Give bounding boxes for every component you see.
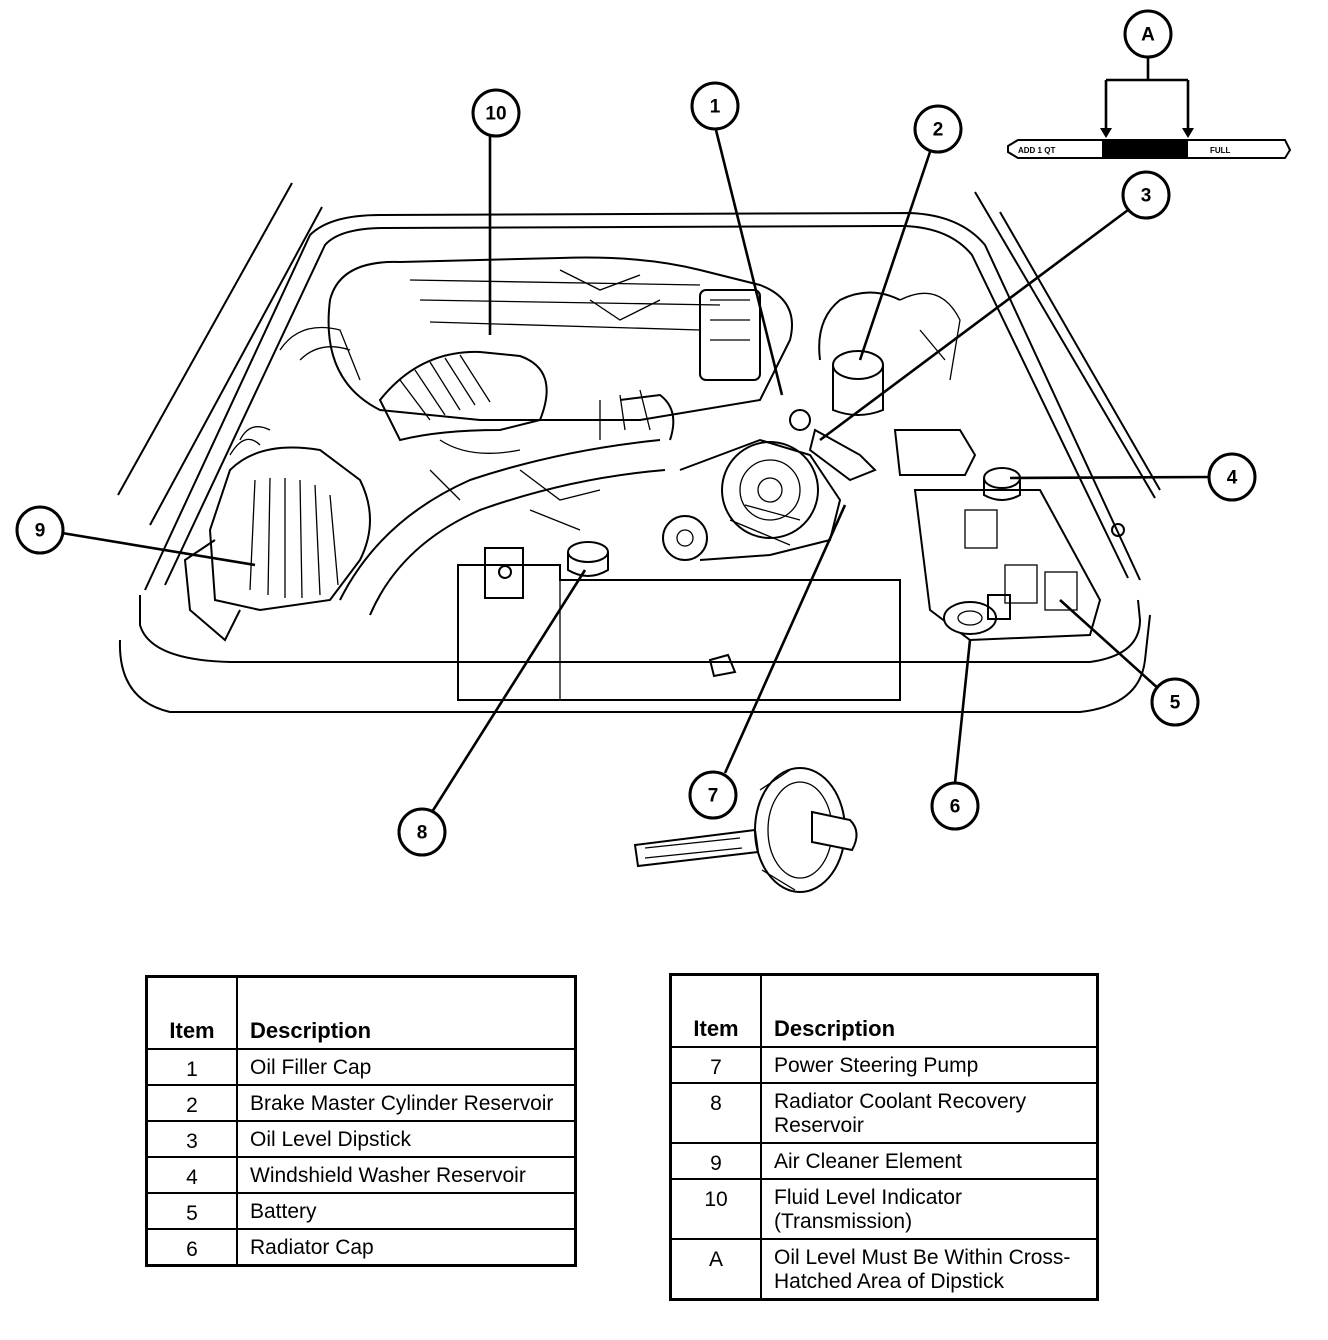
callout-10: 10 bbox=[471, 88, 521, 138]
item-number: A bbox=[669, 1238, 762, 1301]
callout-6-label: 6 bbox=[950, 797, 961, 818]
table-row: 1 Oil Filler Cap bbox=[145, 1048, 577, 1086]
callout-1-label: 1 bbox=[710, 97, 721, 118]
callout-7-label: 7 bbox=[708, 786, 719, 807]
item-description: Battery bbox=[236, 1192, 577, 1230]
dipstick-detail: ADD 1 QT FULL bbox=[1007, 58, 1292, 159]
description-header: Description bbox=[760, 973, 1099, 1048]
table-row: 5 Battery bbox=[145, 1192, 577, 1230]
callout-9-label: 9 bbox=[35, 521, 46, 542]
item-number: 2 bbox=[145, 1084, 238, 1122]
item-number: 4 bbox=[145, 1156, 238, 1194]
callout-A-label: A bbox=[1141, 25, 1155, 46]
engine-bay-outline bbox=[117, 182, 1161, 713]
item-header: Item bbox=[669, 973, 762, 1048]
legend-table-left: Item Description 1 Oil Filler Cap 2 Brak… bbox=[145, 975, 577, 1267]
item-description: Radiator Coolant Recovery Reservoir bbox=[760, 1082, 1099, 1144]
callout-8-label: 8 bbox=[417, 823, 428, 844]
callout-4-label: 4 bbox=[1227, 468, 1238, 489]
legend-header-row: Item Description bbox=[669, 973, 1099, 1048]
item-number: 1 bbox=[145, 1048, 238, 1086]
table-row: 9 Air Cleaner Element bbox=[669, 1142, 1099, 1180]
item-number: 3 bbox=[145, 1120, 238, 1158]
power-steering-cap-detail bbox=[633, 767, 858, 893]
item-number: 6 bbox=[145, 1228, 238, 1267]
table-row: 4 Windshield Washer Reservoir bbox=[145, 1156, 577, 1194]
callout-8: 8 bbox=[397, 807, 447, 857]
item-description: Windshield Washer Reservoir bbox=[236, 1156, 577, 1194]
table-row: 6 Radiator Cap bbox=[145, 1228, 577, 1267]
item-number: 5 bbox=[145, 1192, 238, 1230]
table-row: 8 Radiator Coolant Recovery Reservoir bbox=[669, 1082, 1099, 1144]
legend-table-right: Item Description 7 Power Steering Pump 8… bbox=[669, 973, 1099, 1301]
engine-compartment-diagram: ADD 1 QT FULL 10 1 2 A bbox=[15, 9, 1292, 893]
table-row: 7 Power Steering Pump bbox=[669, 1046, 1099, 1084]
dipstick-add-mark: ADD 1 QT bbox=[1018, 146, 1055, 155]
callout-7: 7 bbox=[688, 770, 738, 820]
callout-4: 4 bbox=[1207, 452, 1257, 502]
item-description: Air Cleaner Element bbox=[760, 1142, 1099, 1180]
cross-hatched-area bbox=[1102, 140, 1188, 158]
callout-A: A bbox=[1123, 9, 1173, 59]
item-header: Item bbox=[145, 975, 238, 1050]
item-description: Radiator Cap bbox=[236, 1228, 577, 1267]
callout-2: 2 bbox=[913, 104, 963, 154]
leader-lines bbox=[61, 129, 1211, 813]
callout-9: 9 bbox=[15, 505, 65, 555]
callout-2-label: 2 bbox=[933, 120, 944, 141]
item-number: 7 bbox=[669, 1046, 762, 1084]
legend-header-row: Item Description bbox=[145, 975, 577, 1050]
table-row: 10 Fluid Level Indicator (Transmission) bbox=[669, 1178, 1099, 1240]
callout-5-label: 5 bbox=[1170, 693, 1181, 714]
item-description: Oil Level Must Be Within Cross-Hatched A… bbox=[760, 1238, 1099, 1301]
item-description: Brake Master Cylinder Reservoir bbox=[236, 1084, 577, 1122]
dipstick-full-mark: FULL bbox=[1210, 146, 1231, 155]
table-row: 3 Oil Level Dipstick bbox=[145, 1120, 577, 1158]
item-description: Oil Level Dipstick bbox=[236, 1120, 577, 1158]
callout-1: 1 bbox=[690, 81, 740, 131]
item-description: Fluid Level Indicator (Transmission) bbox=[760, 1178, 1099, 1240]
engine-assembly bbox=[183, 256, 1102, 701]
item-description: Power Steering Pump bbox=[760, 1046, 1099, 1084]
item-number: 9 bbox=[669, 1142, 762, 1180]
callout-6: 6 bbox=[930, 781, 980, 831]
callout-3: 3 bbox=[1121, 170, 1171, 220]
callout-10-label: 10 bbox=[485, 104, 506, 125]
description-header: Description bbox=[236, 975, 577, 1050]
callout-5: 5 bbox=[1150, 677, 1200, 727]
callout-3-label: 3 bbox=[1141, 186, 1152, 207]
item-description: Oil Filler Cap bbox=[236, 1048, 577, 1086]
table-row: A Oil Level Must Be Within Cross-Hatched… bbox=[669, 1238, 1099, 1301]
item-number: 8 bbox=[669, 1082, 762, 1144]
item-number: 10 bbox=[669, 1178, 762, 1240]
table-row: 2 Brake Master Cylinder Reservoir bbox=[145, 1084, 577, 1122]
